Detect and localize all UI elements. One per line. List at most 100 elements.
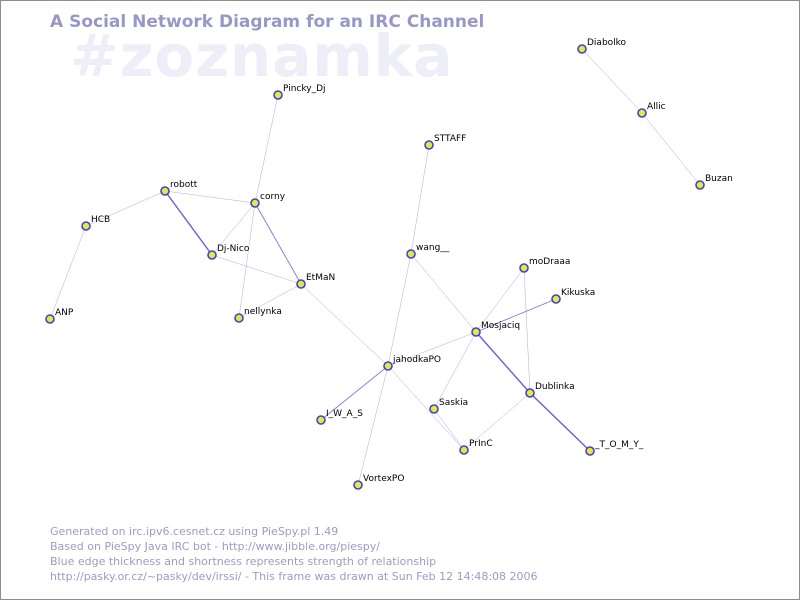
- edge-modraaa-dublinka: [523, 267, 531, 394]
- node-hcb: HCB: [81, 215, 110, 231]
- node-buzan: Buzan: [695, 174, 733, 190]
- diagram-title: A Social Network Diagram for an IRC Chan…: [50, 12, 485, 32]
- edge-wang-mosjaciq: [410, 253, 477, 333]
- edge-robott-hcb: [85, 190, 166, 227]
- footer-line-generator: Generated on irc.ipv6.cesnet.cz using Pi…: [50, 525, 339, 538]
- node-label: wang__: [416, 243, 450, 253]
- node-label: jahodkaPO: [392, 355, 441, 365]
- node-corny: corny: [250, 192, 286, 208]
- footer-line-timestamp: http://pasky.or.cz/~pasky/dev/irssi/ - T…: [50, 570, 538, 583]
- node-marker: [160, 186, 170, 196]
- node-vortexpo: VortexPO: [353, 474, 404, 490]
- footer-line-legend: Blue edge thickness and shortness repres…: [50, 555, 437, 568]
- node-t-o-m-y: _T_O_M_Y_: [585, 440, 644, 456]
- node-label: nellynka: [244, 307, 282, 317]
- node-label: EtMaN: [306, 273, 335, 283]
- node-dj-nico: Dj-Nico: [207, 244, 250, 260]
- node-label: STTAFF: [434, 134, 466, 144]
- edge-kikuska-mosjaciq: [475, 298, 557, 333]
- edge-mosjaciq-dublinka: [475, 331, 531, 394]
- node-label: ANP: [55, 308, 74, 318]
- node-robott: robott: [160, 180, 198, 196]
- node-label: Mosjaciq: [481, 321, 520, 331]
- edge-hcb-anp: [49, 225, 87, 320]
- node-marker: [577, 44, 587, 54]
- node-label: Saskia: [439, 398, 468, 408]
- node-wang: wang__: [406, 243, 450, 259]
- channel-watermark: #zoznamka: [70, 22, 454, 90]
- node-marker: [207, 250, 217, 260]
- node-marker: [429, 404, 439, 414]
- edge-corny-nellynka: [238, 202, 256, 319]
- node-marker: [424, 140, 434, 150]
- edge-sttaff-wang: [410, 144, 430, 255]
- node-label: PrInC: [469, 439, 493, 449]
- node-label: Buzan: [705, 174, 733, 184]
- edge-allic-buzan: [641, 112, 701, 186]
- edge-jahodkapo-i-w-a-s: [320, 365, 389, 421]
- node-marker: [383, 361, 393, 371]
- node-nellynka: nellynka: [234, 307, 282, 323]
- edges-layer: [49, 48, 701, 486]
- node-marker: [81, 221, 91, 231]
- node-diabolko: Diabolko: [577, 38, 627, 54]
- edge-modraaa-mosjaciq: [475, 267, 525, 333]
- node-i-w-a-s: I_W_A_S: [316, 409, 363, 425]
- node-marker: [250, 198, 260, 208]
- edge-saskia-princ: [433, 408, 465, 451]
- edge-jahodkapo-vortexpo: [357, 365, 389, 486]
- node-label: _T_O_M_Y_: [594, 440, 644, 450]
- node-marker: [316, 415, 326, 425]
- edge-mosjaciq-jahodkapo: [387, 331, 477, 367]
- edge-pincky-dj-corny: [254, 94, 279, 204]
- node-marker: [406, 249, 416, 259]
- node-marker: [234, 313, 244, 323]
- node-label: Dj-Nico: [217, 244, 250, 254]
- node-marker: [459, 445, 469, 455]
- node-marker: [637, 108, 647, 118]
- node-marker: [296, 279, 306, 289]
- node-label: robott: [170, 180, 198, 190]
- node-marker: [519, 263, 529, 273]
- node-kikuska: Kikuska: [551, 288, 595, 304]
- node-marker: [273, 90, 283, 100]
- edge-etman-nellynka: [238, 283, 302, 319]
- edge-corny-dj-nico: [211, 202, 256, 256]
- node-saskia: Saskia: [429, 398, 468, 414]
- edge-dublinka-t-o-m-y: [529, 392, 591, 452]
- edge-etman-jahodkapo: [300, 283, 389, 367]
- edge-robott-dj-nico: [164, 190, 213, 256]
- node-label: Diabolko: [587, 38, 627, 48]
- node-mosjaciq: Mosjaciq: [471, 321, 520, 337]
- node-label: I_W_A_S: [326, 409, 363, 419]
- node-label: corny: [260, 192, 286, 202]
- edge-dublinka-princ: [463, 392, 531, 451]
- edge-robott-corny: [164, 190, 256, 204]
- edge-dj-nico-etman: [211, 254, 302, 285]
- node-modraaa: moDraaa: [519, 257, 570, 273]
- edge-jahodkapo-princ: [387, 365, 465, 451]
- node-anp: ANP: [45, 308, 74, 324]
- node-etman: EtMaN: [296, 273, 335, 289]
- edge-diabolko-allic: [581, 48, 643, 114]
- node-pincky-dj: Pincky_Dj: [273, 84, 326, 100]
- edge-wang-jahodkapo: [387, 253, 412, 367]
- node-marker: [525, 388, 535, 398]
- node-marker: [45, 314, 55, 324]
- node-marker: [585, 446, 595, 456]
- footer-line-based-on: Based on PieSpy Java IRC bot - http://ww…: [50, 540, 380, 553]
- footer: Generated on irc.ipv6.cesnet.cz using Pi…: [50, 524, 538, 584]
- node-jahodkapo: jahodkaPO: [383, 355, 441, 371]
- node-label: Kikuska: [561, 288, 595, 298]
- node-marker: [695, 180, 705, 190]
- edge-corny-etman: [254, 202, 302, 285]
- node-dublinka: Dublinka: [525, 382, 575, 398]
- node-marker: [471, 327, 481, 337]
- node-allic: Allic: [637, 102, 666, 118]
- edge-mosjaciq-saskia: [433, 331, 477, 410]
- node-label: Pincky_Dj: [283, 84, 326, 94]
- node-label: Allic: [647, 102, 666, 112]
- node-marker: [551, 294, 561, 304]
